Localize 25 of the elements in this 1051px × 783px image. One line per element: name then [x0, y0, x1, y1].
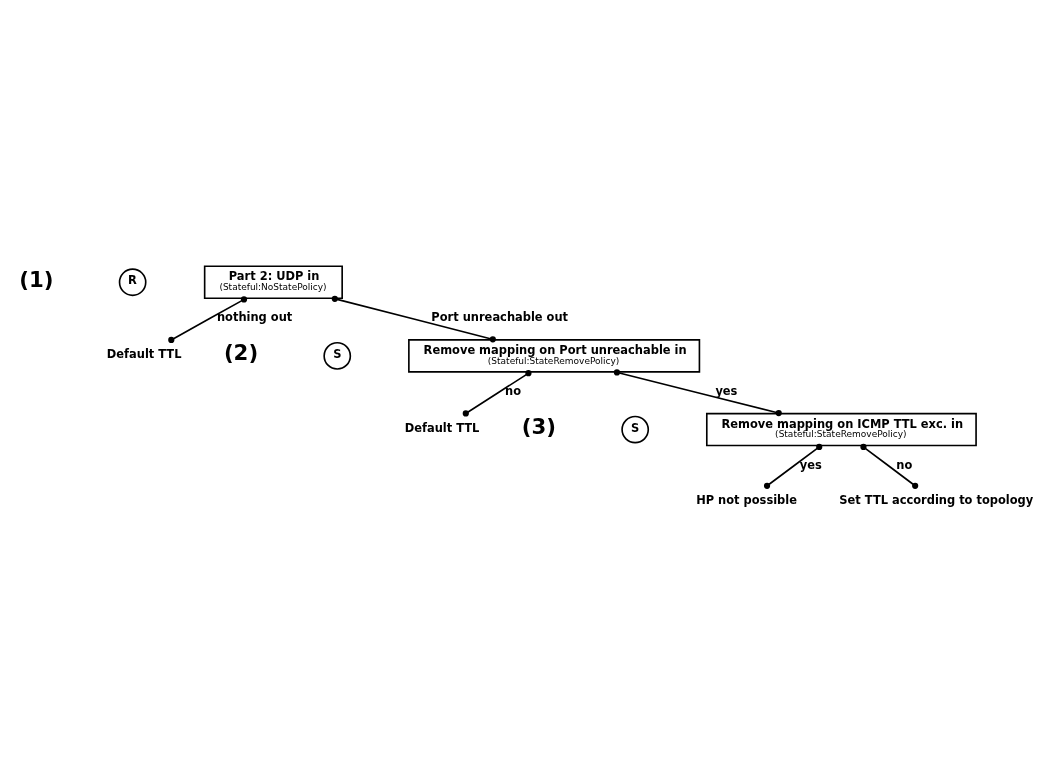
label: (2) — [223, 340, 259, 366]
node-circle: S — [621, 415, 650, 444]
node-box: Remove mapping on Port unreachable in (Stateful:StateRemovePolicy) — [408, 339, 701, 373]
connector — [613, 369, 782, 417]
connector — [860, 443, 919, 489]
node-box: Part 2: UDP in (Stateful:NoStatePolicy) — [203, 265, 343, 299]
node-text: HP not possible — [696, 493, 797, 508]
edge-label: yes — [799, 457, 822, 472]
node-circle: S — [323, 342, 352, 370]
edge-label: nothing out — [216, 310, 293, 325]
label: (1) — [19, 266, 54, 292]
connector — [168, 296, 248, 344]
connector — [763, 443, 823, 489]
node-text: Default TTL — [404, 420, 480, 435]
edge-label: no — [505, 383, 522, 398]
edge-label: yes — [715, 383, 738, 398]
node-box: Remove mapping on ICMP TTL exc. in (Stateful:StateRemovePolicy) — [705, 412, 977, 447]
edge-label: no — [896, 457, 913, 472]
node-text: Default TTL — [106, 347, 182, 362]
edge-label: Port unreachable out — [431, 310, 569, 325]
label: (3) — [521, 413, 557, 439]
node-circle: R — [118, 268, 147, 297]
node-text: Set TTL according to topology — [839, 493, 1034, 508]
connector — [462, 370, 532, 417]
connector — [331, 295, 496, 343]
